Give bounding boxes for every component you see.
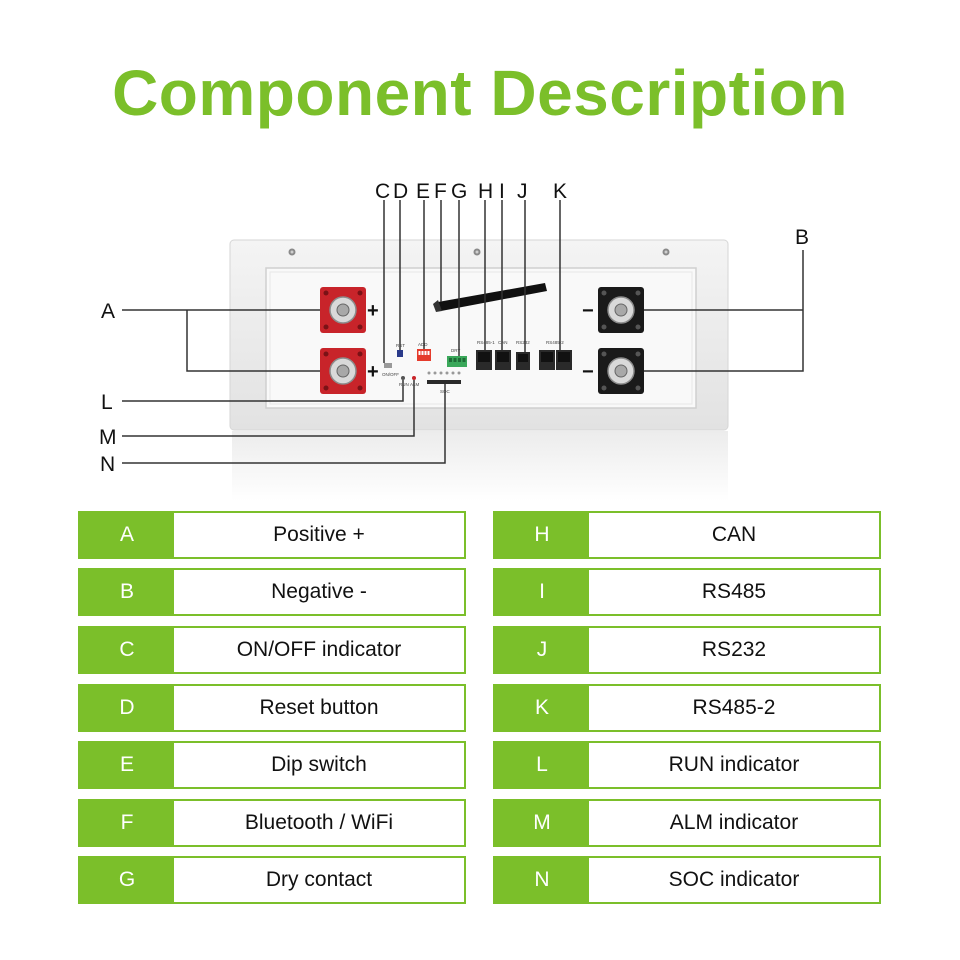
run-label: RUN xyxy=(399,382,409,387)
callout-d: D xyxy=(393,180,408,203)
callout-h: H xyxy=(478,180,493,203)
callout-c: C xyxy=(375,180,390,203)
legend-key: I xyxy=(495,570,589,614)
legend-desc: RS232 xyxy=(701,638,767,661)
legend-row: N SOC indicator xyxy=(493,856,881,904)
legend-row: F Bluetooth / WiFi xyxy=(78,799,466,847)
dry-label: DRY xyxy=(451,348,460,353)
case-screw-icon xyxy=(662,248,670,256)
legend-row: A Positive + xyxy=(78,511,466,559)
antenna-icon xyxy=(433,283,547,312)
legend-table-left: A Positive + B Negative - C ON/OFF indic… xyxy=(78,511,466,911)
legend-key: L xyxy=(495,743,589,787)
reset-button-icon xyxy=(397,350,403,357)
callout-e: E xyxy=(416,180,430,203)
legend-key: A xyxy=(80,513,174,557)
legend-key: N xyxy=(495,858,589,902)
add-label: ADD xyxy=(418,342,428,347)
soc-button xyxy=(427,380,461,384)
legend-row: B Negative - xyxy=(78,568,466,616)
legend-table-right: H CAN I RS485 J RS232 K RS485-2 L RUN in… xyxy=(493,511,881,911)
legend-desc: Positive + xyxy=(273,523,365,546)
legend-row: L RUN indicator xyxy=(493,741,881,789)
callout-l: L xyxy=(101,391,113,414)
legend-row: C ON/OFF indicator xyxy=(78,626,466,674)
can-label: CAN xyxy=(498,340,508,345)
dry-contact-icon xyxy=(447,356,467,367)
case-screw-icon xyxy=(473,248,481,256)
callout-n: N xyxy=(100,453,115,476)
legend-key: K xyxy=(495,686,589,730)
rs232-port-icon xyxy=(516,352,530,370)
callout-leader-lines xyxy=(122,200,804,464)
on-off-label: ON/OFF xyxy=(382,372,399,377)
legend-key: G xyxy=(80,858,174,902)
legend-key: H xyxy=(495,513,589,557)
legend-key: J xyxy=(495,628,589,672)
legend-row: J RS232 xyxy=(493,626,881,674)
legend-desc: Negative - xyxy=(271,580,367,603)
callout-a: A xyxy=(101,300,115,323)
alm-indicator xyxy=(412,376,416,380)
case-reflection xyxy=(232,431,728,501)
legend-desc: ALM indicator xyxy=(669,811,799,834)
positive-terminal-icon xyxy=(320,348,366,394)
legend-row: M ALM indicator xyxy=(493,799,881,847)
legend-desc: RS485 xyxy=(701,580,767,603)
minus-sign: − xyxy=(582,361,594,383)
legend-row: E Dip switch xyxy=(78,741,466,789)
callout-f: F xyxy=(434,180,447,203)
negative-terminal-icon xyxy=(598,287,644,333)
page-title: Component Description xyxy=(112,57,848,129)
legend-row: G Dry contact xyxy=(78,856,466,904)
legend-row: I RS485 xyxy=(493,568,881,616)
legend-key: C xyxy=(80,628,174,672)
legend-key: M xyxy=(495,801,589,845)
legend-desc: ON/OFF indicator xyxy=(236,638,402,661)
negative-terminal-icon xyxy=(598,348,644,394)
legend-row: D Reset button xyxy=(78,684,466,732)
rs485-2-port-icon xyxy=(539,350,572,370)
legend-desc: Reset button xyxy=(259,696,379,719)
legend-key: F xyxy=(80,801,174,845)
legend-desc: RUN indicator xyxy=(668,753,800,776)
legend-key: E xyxy=(80,743,174,787)
case-screw-icon xyxy=(288,248,296,256)
legend-row: K RS485-2 xyxy=(493,684,881,732)
plus-sign: + xyxy=(367,361,379,383)
alm-label: ALM xyxy=(410,382,420,387)
legend-desc: CAN xyxy=(711,523,757,546)
legend-row: H CAN xyxy=(493,511,881,559)
soc-indicator-icon xyxy=(427,371,461,375)
rs232-label: RS232 xyxy=(516,340,530,345)
callout-b: B xyxy=(795,226,809,249)
callout-k: K xyxy=(553,180,567,203)
legend-key: D xyxy=(80,686,174,730)
positive-terminal-icon xyxy=(320,287,366,333)
legend-desc: RS485-2 xyxy=(692,696,776,719)
dip-switch-icon xyxy=(417,349,431,361)
callout-j: J xyxy=(517,180,528,203)
callout-m: M xyxy=(99,426,117,449)
run-indicator xyxy=(401,376,405,380)
legend-key: B xyxy=(80,570,174,614)
on-off-indicator xyxy=(384,363,392,368)
rs485-1-label: RS485-1 xyxy=(477,340,495,345)
can-port-icon xyxy=(495,350,511,370)
legend-desc: Dry contact xyxy=(265,868,373,891)
callout-i: I xyxy=(499,180,505,203)
rs485-1-port-icon xyxy=(476,350,492,370)
rs485-2-label: RS485-2 xyxy=(546,340,564,345)
legend-desc: Dip switch xyxy=(271,753,367,776)
legend-desc: Bluetooth / WiFi xyxy=(244,811,394,834)
callout-g: G xyxy=(451,180,467,203)
plus-sign: + xyxy=(367,300,379,322)
legend-desc: SOC indicator xyxy=(668,868,800,891)
minus-sign: − xyxy=(582,300,594,322)
